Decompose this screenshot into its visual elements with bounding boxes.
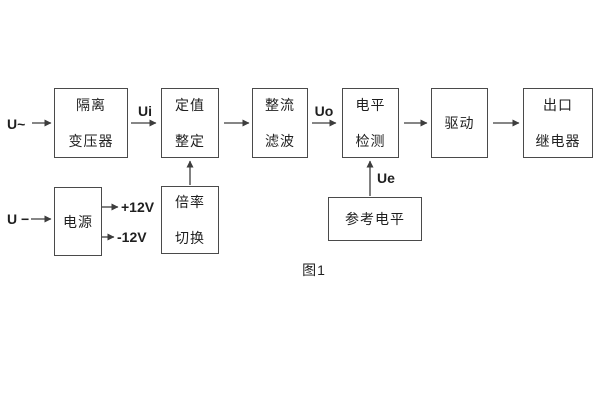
rail-label-minus12v: -12V [117,229,147,245]
block-label-line: 变压器 [68,133,114,149]
block-label-line: 驱动 [444,115,475,131]
block-label-line: 检测 [355,133,386,149]
block-label-line: 滤波 [265,133,295,149]
block-label-line: 定值 [175,97,205,113]
block-label-line: 电平 [355,97,386,113]
figure-caption: 图1 [302,262,326,278]
signal-label-ue: Ue [377,170,395,186]
block-level-detection: 电平 检测 [342,88,399,158]
signal-label-dc-input: U − [7,211,30,227]
rail-label-plus12v: +12V [121,199,155,215]
block-ratio-switch: 倍率 切换 [161,186,219,254]
block-reference-level: 参考电平 [328,197,422,241]
block-isolation-transformer: 隔离 变压器 [54,88,128,158]
block-output-relay: 出口 继电器 [523,88,593,158]
block-label-line: 继电器 [535,133,581,149]
signal-label-ui: Ui [138,103,152,119]
block-label-line: 整定 [175,133,205,149]
block-driver: 驱动 [431,88,488,158]
block-label-line: 倍率 [175,194,205,210]
block-label-line: 参考电平 [345,211,405,227]
signal-label-ac-input: U~ [7,116,26,132]
block-label-line: 切换 [175,230,205,246]
block-setting-adjustment: 定值 整定 [161,88,219,158]
block-power-supply: 电源 [54,187,102,256]
block-label-line: 电源 [63,213,93,230]
block-label-line: 隔离 [76,97,106,113]
block-rectifier-filter: 整流 滤波 [252,88,308,158]
block-label-line: 整流 [265,97,295,113]
block-label-line: 出口 [543,97,573,113]
signal-label-uo: Uo [314,103,334,119]
